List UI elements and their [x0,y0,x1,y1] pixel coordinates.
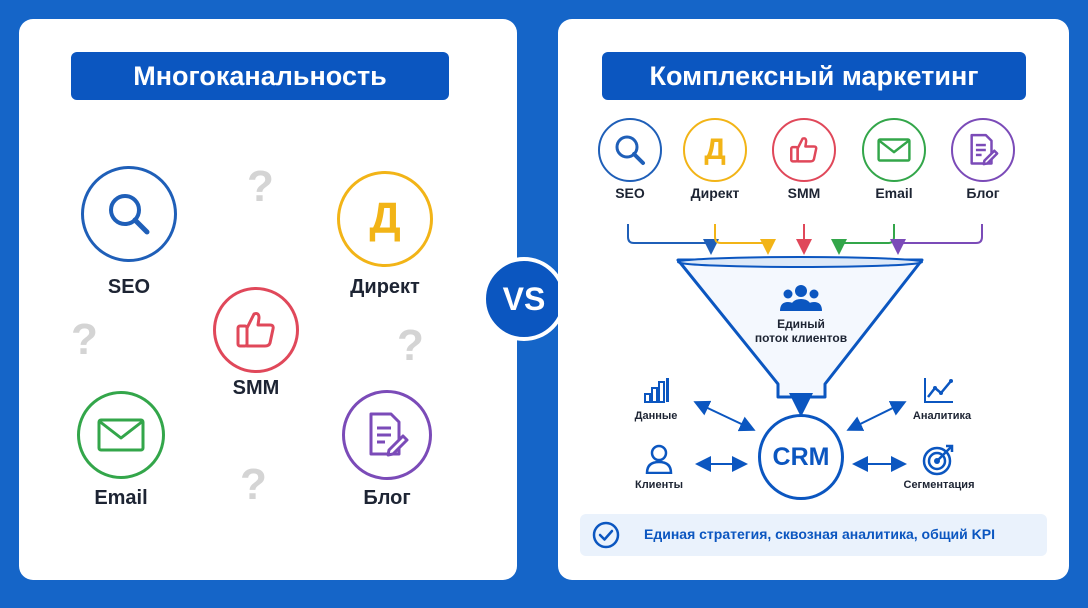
blog-channel-circle [342,390,432,480]
smm-channel-circle [772,118,836,182]
blog-label: Блог [363,487,411,509]
email-label: Email [875,185,913,201]
analytics-label: Аналитика [912,410,972,422]
smm-channel-circle [213,287,299,373]
funnel-shape [676,258,924,399]
funnel-label-line2: поток клиентов [754,331,848,345]
direct-letter-icon: Д [704,133,726,166]
email-channel-circle [77,391,165,479]
people-group-icon [780,285,822,311]
question-mark-icon: ? [240,460,267,509]
thumbs-up-icon [236,312,275,348]
smm-label: SMM [232,377,280,399]
document-edit-icon [369,412,409,457]
blog-label: Блог [966,185,1000,201]
crm-hub: CRM [758,414,844,500]
seo-channel-circle [81,166,177,262]
envelope-icon [97,418,145,452]
question-mark-icon: ? [71,315,98,364]
right-title: Комплексный маркетинг [602,52,1026,100]
summary-text: Единая стратегия, сквозная аналитика, об… [644,526,995,542]
direct-flow-arrow [714,224,776,255]
data-label: Данные [634,410,678,422]
target-icon [922,444,954,476]
envelope-icon [877,138,911,162]
segmentation-label: Сегментация [903,479,975,491]
seo-label: SEO [107,276,151,298]
email-label: Email [94,487,148,509]
clients-label: Клиенты [634,479,683,491]
user-icon [645,444,673,474]
bar-chart-icon [644,378,669,403]
funnel-rim [677,256,923,268]
direct-label: Директ [690,185,740,201]
seo-flow-arrow [627,224,719,255]
thumbs-up-icon [790,137,818,163]
seo-channel-circle [598,118,662,182]
direct-label: Директ [350,276,420,298]
email-flow-arrow [831,224,895,255]
blog-channel-circle [951,118,1015,182]
seo-label: SEO [615,185,645,201]
direct-letter-icon: Д [369,194,401,243]
question-mark-icon: ? [397,321,424,370]
left-title: Многоканальность [71,52,449,100]
left-panel: Многоканальность SEO Д Директ SMM Email [19,19,517,580]
flow-diagram [627,224,983,472]
summary-bar: Единая стратегия, сквозная аналитика, об… [580,514,1047,556]
blog-flow-arrow [890,224,983,255]
document-edit-icon [970,133,999,166]
data-crm-arrow [693,400,756,432]
question-mark-icon: ? [247,162,274,211]
search-icon [109,194,150,235]
smm-label: SMM [787,185,821,201]
funnel-label-line1: Единый [777,317,825,331]
crm-label: CRM [772,442,830,471]
check-circle-icon [592,521,620,549]
right-panel: Комплексный маркетинг [558,19,1069,580]
email-channel-circle [862,118,926,182]
direct-channel-circle: Д [683,118,747,182]
search-icon [615,135,645,165]
analytics-crm-arrow [846,401,907,431]
line-chart-icon [924,378,953,403]
vs-badge: VS [482,257,566,341]
direct-channel-circle: Д [337,171,433,267]
